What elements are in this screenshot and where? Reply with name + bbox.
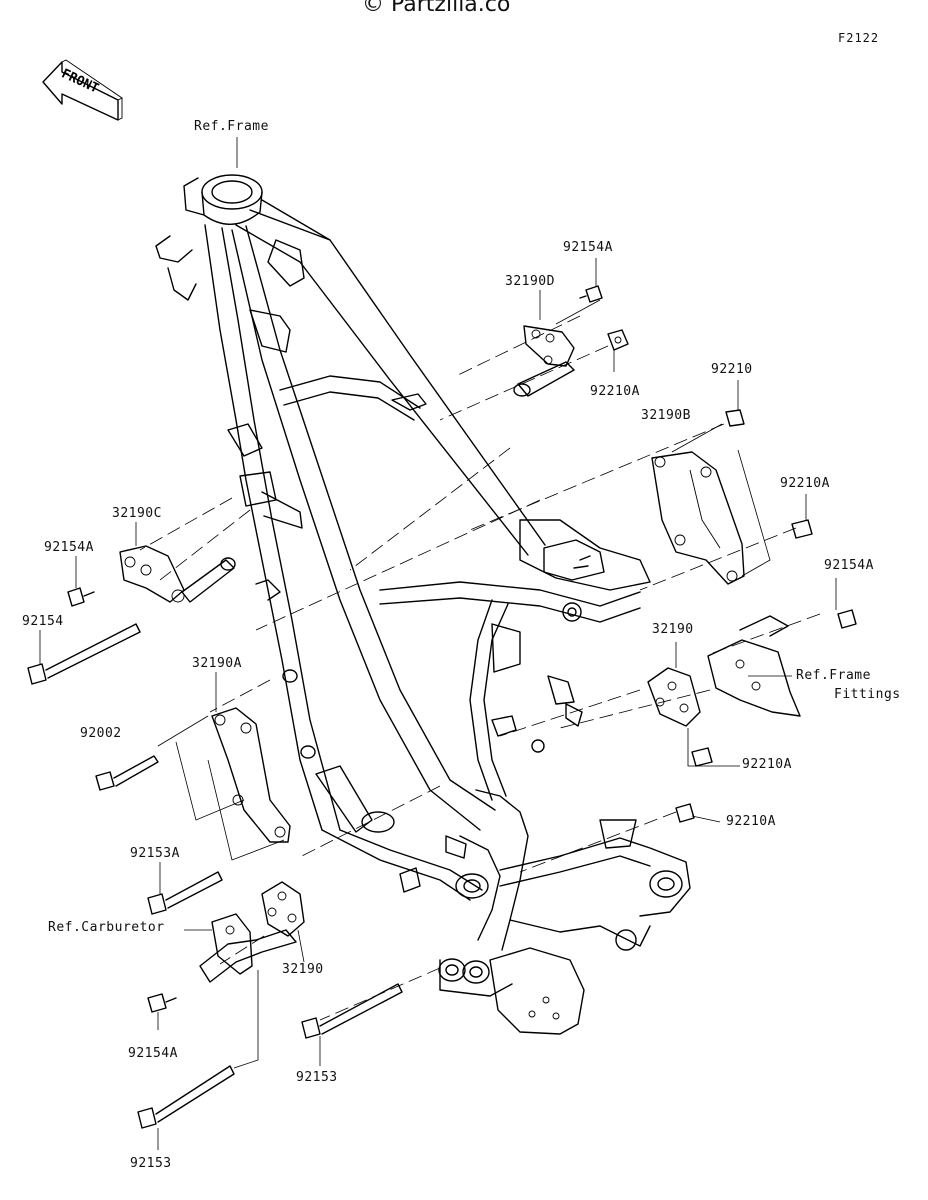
label-92210a-c: 92210A	[742, 757, 792, 772]
motorcycle-frame	[155, 174, 691, 1035]
bolt-92153-bottom	[137, 1065, 235, 1129]
bolt-92002	[95, 755, 159, 791]
label-92154a-bottom: 92154A	[128, 1046, 178, 1061]
label-92002: 92002	[80, 726, 122, 741]
label-92154a-top: 92154A	[563, 240, 613, 255]
frame-fittings	[707, 615, 801, 717]
label-32190-right: 32190	[652, 622, 694, 637]
nut-92210a-d	[675, 803, 695, 823]
bracket-32190a	[211, 669, 316, 843]
label-32190d: 32190D	[505, 274, 555, 289]
label-92153a: 92153A	[130, 846, 180, 861]
bracket-32190c	[119, 545, 236, 603]
label-92153-bottom: 92153	[130, 1156, 172, 1171]
bracket-32190-bottom	[261, 881, 305, 937]
bolt-92153-center	[301, 983, 403, 1039]
label-92153-center: 92153	[296, 1070, 338, 1085]
bracket-32190d	[513, 325, 575, 397]
bolt-92154	[27, 623, 141, 685]
label-92210a-d: 92210A	[726, 814, 776, 829]
label-92154a-right: 92154A	[824, 558, 874, 573]
watermark: © Partzilla.co	[362, 0, 511, 17]
label-ref-frame-fittings-1: Ref.Frame	[796, 668, 871, 683]
bolt-92154a-left	[67, 587, 95, 607]
label-92210: 92210	[711, 362, 753, 377]
label-ref-frame-top: Ref.Frame	[194, 119, 269, 134]
nut-92210	[725, 409, 745, 427]
front-arrow-icon: FRONT	[42, 59, 123, 121]
alignment-lines	[139, 315, 821, 1021]
leader-lines	[39, 137, 837, 1150]
bracket-32190-right	[647, 667, 701, 727]
label-92210a-b: 92210A	[780, 476, 830, 491]
label-32190c: 32190C	[112, 506, 162, 521]
label-92154a-left: 92154A	[44, 540, 94, 555]
nut-92210a-a	[607, 329, 629, 351]
label-92154: 92154	[22, 614, 64, 629]
bolt-92153a	[147, 871, 223, 915]
label-ref-frame-fittings-2: Fittings	[834, 687, 901, 702]
bolt-92154a-bottom	[147, 993, 177, 1013]
label-ref-carburetor: Ref.Carburetor	[48, 920, 165, 935]
bracket-32190b	[651, 451, 745, 585]
bolt-92154a-top	[579, 285, 603, 303]
diagram-code: F2122	[838, 31, 880, 45]
nut-92210a-c	[691, 747, 713, 767]
carburetor-bracket	[199, 579, 297, 983]
label-32190a: 32190A	[192, 656, 242, 671]
front-arrow-label: FRONT	[59, 66, 101, 96]
bolt-92154a-right	[837, 609, 857, 629]
label-92210a-a: 92210A	[590, 384, 640, 399]
label-32190b: 32190B	[641, 408, 691, 423]
label-32190-bottom: 32190	[282, 962, 324, 977]
nut-92210a-b	[791, 519, 813, 539]
